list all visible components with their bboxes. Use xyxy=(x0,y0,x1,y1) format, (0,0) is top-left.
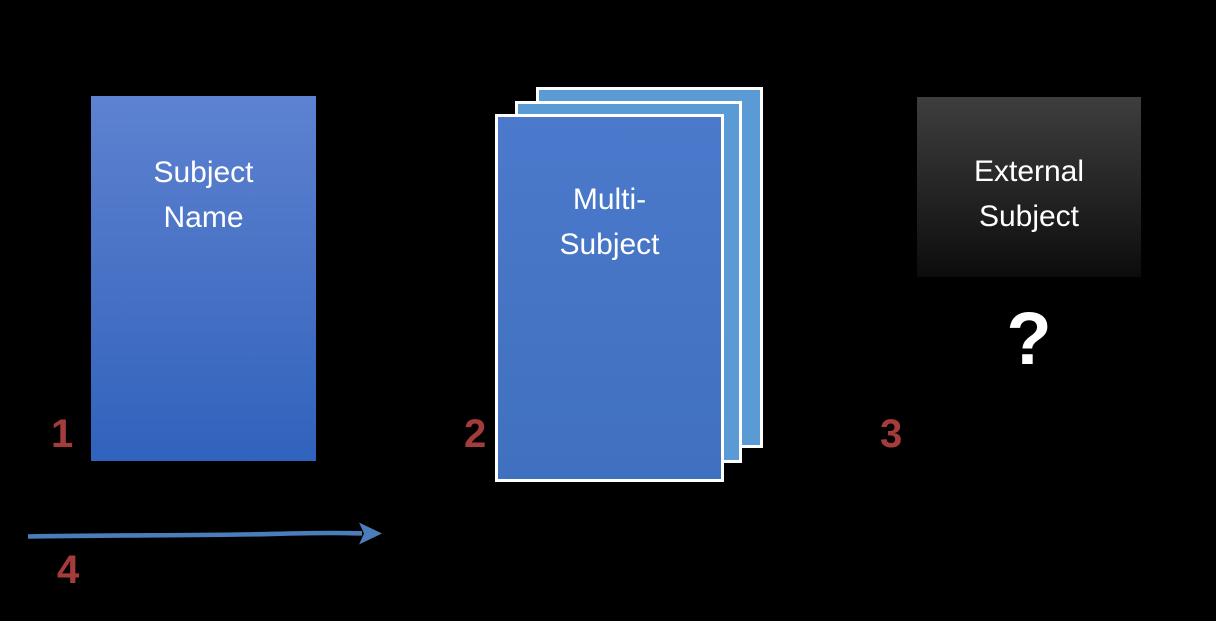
step-marker-2: 2 xyxy=(464,412,487,456)
subject-name-line-1: Subject xyxy=(153,156,254,189)
step-marker-3: 3 xyxy=(880,412,903,456)
flow-arrow-line xyxy=(27,530,363,539)
multi-subject-line-2: Subject xyxy=(559,228,660,261)
external-subject-box: External Subject xyxy=(917,97,1141,277)
external-subject-line-1: External xyxy=(973,155,1085,188)
flow-arrow-head xyxy=(359,522,382,545)
step-marker-1: 1 xyxy=(51,412,74,456)
external-subject-line-2: Subject xyxy=(978,200,1080,233)
multi-subject-line-1: Multi- xyxy=(572,183,647,216)
subject-name-line-2: Name xyxy=(163,201,244,234)
step-marker-4: 4 xyxy=(57,548,80,592)
question-mark: ? xyxy=(1006,297,1052,380)
subject-name-box: Subject Name xyxy=(91,96,316,461)
flow-arrow-icon xyxy=(27,522,382,545)
multi-subject-box: Multi- Subject xyxy=(495,114,724,482)
